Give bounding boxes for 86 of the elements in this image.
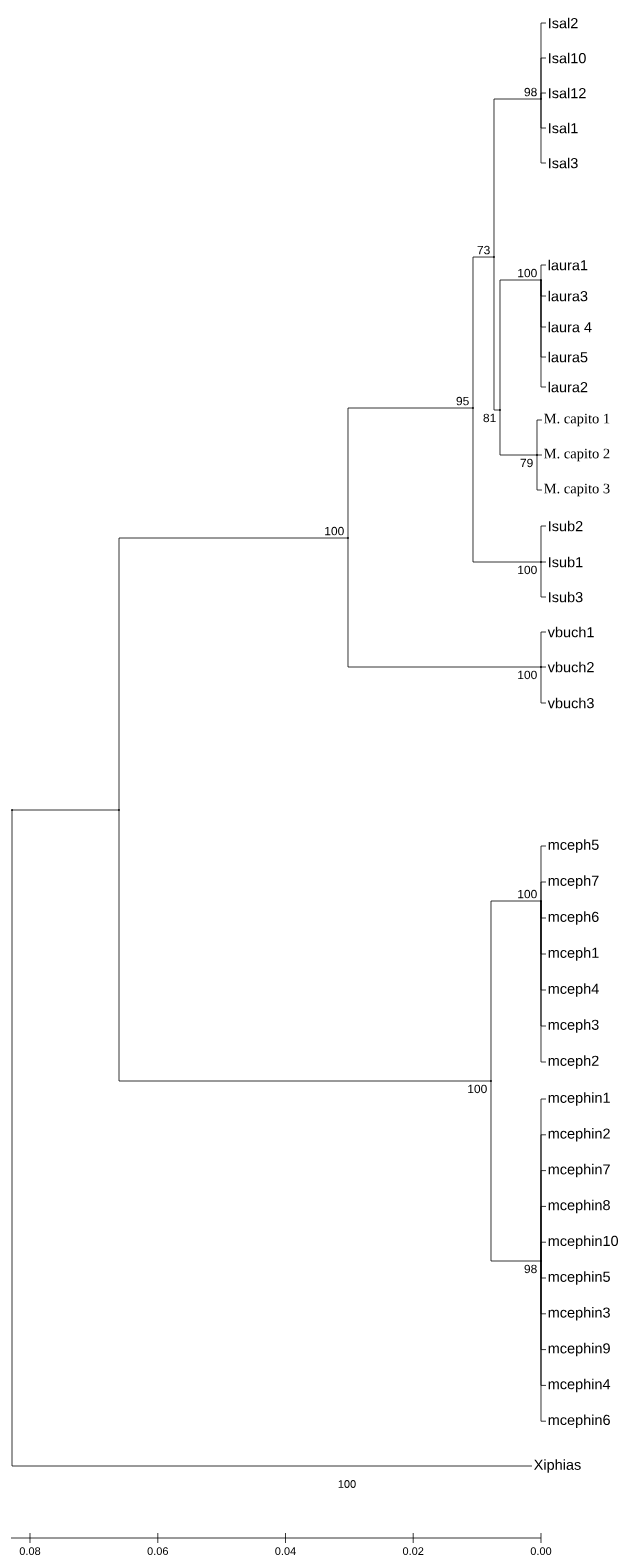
taxon-label: vbuch3 — [547, 697, 594, 709]
branch-line — [540, 561, 547, 563]
bootstrap-value: 73 — [477, 245, 490, 255]
branch-line — [499, 279, 542, 411]
taxon-label: M. capito 1 — [544, 413, 610, 427]
taxon-label: mcephin3 — [548, 1307, 610, 1321]
taxon-label: Isal1 — [549, 122, 578, 134]
branch-line — [347, 537, 542, 668]
bootstrap-value: 100 — [325, 526, 344, 536]
branch-line — [536, 454, 543, 491]
taxon-label: mcephin8 — [548, 1199, 610, 1214]
axis-tick-label: 0.00 — [530, 1547, 552, 1555]
taxon-label: mcephin1 — [548, 1092, 610, 1106]
taxon-label: M. capito 2 — [544, 448, 610, 462]
taxon-label: vbuch1 — [547, 626, 594, 638]
branch-line — [540, 881, 547, 902]
taxon-label: Isal3 — [549, 157, 578, 169]
axis-tick-label: 0.04 — [275, 1547, 296, 1555]
taxon-label: laura2 — [548, 381, 588, 393]
branch-line — [536, 454, 543, 456]
branch-line — [540, 666, 547, 668]
taxon-label: mcephin9 — [548, 1342, 610, 1357]
branch-line — [540, 92, 547, 100]
edge-label: 100 — [336, 1479, 358, 1489]
taxon-label: mceph6 — [548, 911, 599, 925]
axis-tick-label: 0.02 — [402, 1547, 424, 1555]
bootstrap-value: 95 — [456, 396, 469, 406]
taxon-label: vbuch2 — [547, 661, 594, 673]
taxon-label: mceph7 — [548, 875, 599, 889]
taxon-label: laura 4 — [548, 321, 592, 333]
branch-line — [493, 98, 542, 258]
taxon-label: mcephin10 — [548, 1235, 619, 1249]
bootstrap-value: 79 — [520, 458, 533, 468]
taxon-label: Isub2 — [549, 520, 583, 532]
branch-line — [536, 419, 543, 456]
bootstrap-value: 81 — [483, 413, 496, 423]
taxon-label: laura5 — [548, 351, 588, 363]
branch-line — [540, 279, 547, 388]
taxon-label: laura3 — [548, 290, 588, 302]
branch-line — [11, 809, 120, 811]
branch-line — [347, 407, 474, 539]
branch-line — [118, 537, 349, 811]
taxon-label: mceph1 — [548, 947, 599, 961]
taxon-label: M. capito 3 — [544, 483, 610, 497]
branch-line — [11, 809, 533, 1467]
branch-line — [490, 1080, 542, 1262]
taxon-label: Isal12 — [549, 87, 586, 99]
taxon-label: mceph3 — [548, 1019, 599, 1033]
taxon-label: laura1 — [548, 259, 588, 271]
branch-line — [540, 98, 547, 164]
branch-line — [493, 256, 501, 411]
bootstrap-value: 100 — [468, 1084, 487, 1094]
bootstrap-value: 100 — [518, 565, 537, 575]
taxon-label: mcephin4 — [548, 1378, 611, 1393]
taxon-label: mceph5 — [548, 839, 599, 853]
taxon-label: Isub1 — [549, 556, 583, 568]
branch-line — [540, 561, 547, 598]
branch-line — [490, 900, 542, 1082]
branch-line — [472, 256, 495, 409]
axis-tick-label: 0.08 — [19, 1547, 41, 1555]
taxon-label: Isal2 — [549, 17, 578, 29]
branch-line — [540, 900, 547, 1063]
bootstrap-value: 100 — [518, 889, 537, 899]
taxon-label: Xiphias — [534, 1459, 581, 1473]
taxon-label: mcephin5 — [548, 1271, 610, 1285]
axis-tick-label: 0.06 — [147, 1547, 168, 1555]
bootstrap-value: 98 — [524, 1264, 537, 1274]
taxon-label: mcephin7 — [548, 1163, 610, 1178]
branch-line — [499, 409, 538, 456]
taxon-label: mcephin2 — [548, 1128, 610, 1142]
taxon-label: Isal10 — [549, 52, 586, 64]
bootstrap-value: 100 — [518, 268, 537, 278]
taxon-label: mceph4 — [548, 983, 599, 997]
branch-line — [540, 1241, 547, 1262]
bootstrap-value: 100 — [518, 670, 537, 680]
taxon-label: mcephin6 — [548, 1414, 610, 1428]
branch-line — [540, 1260, 547, 1422]
branch-line — [472, 407, 542, 563]
bootstrap-value: 98 — [524, 87, 537, 97]
branch-line — [540, 631, 547, 668]
branch-line — [118, 809, 492, 1082]
branch-line — [540, 525, 547, 563]
branch-line — [540, 264, 547, 281]
taxon-label: Isub3 — [549, 591, 583, 603]
taxon-label: mceph2 — [548, 1055, 599, 1069]
branch-line — [540, 666, 547, 704]
